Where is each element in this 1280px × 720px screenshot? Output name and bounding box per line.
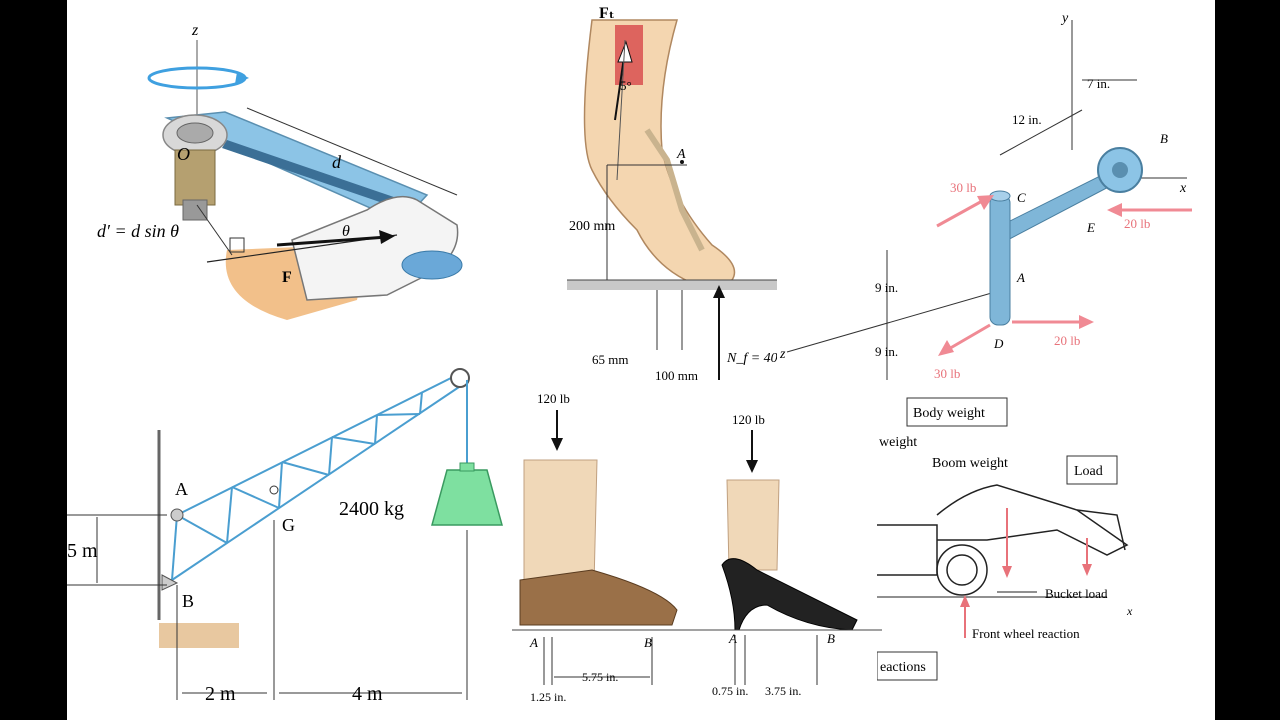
reactions-label: eactions — [880, 660, 926, 675]
pipe-icon — [989, 147, 1143, 326]
height-5m-label: 5 m — [67, 540, 98, 562]
mass-label: 2400 kg — [339, 498, 404, 520]
height-200-label: 200 mm — [569, 219, 615, 234]
tendon-force-label: Fₜ — [599, 5, 615, 22]
high-heel-panel: 120 lb A B 0.75 in. 3.75 in. — [707, 390, 882, 720]
dim-65-label: 65 mm — [592, 352, 628, 367]
x-axis-label: x — [1126, 604, 1133, 618]
dim-125-label: 1.25 in. — [530, 690, 566, 704]
point-a-label: A — [728, 631, 737, 646]
point-a-label: A — [175, 479, 188, 499]
moment-arm-formula: d′ = d sin θ — [97, 221, 179, 241]
body-weight-label: Body weight — [913, 406, 985, 421]
z-axis-label: z — [191, 22, 199, 39]
x-axis-label: x — [1179, 181, 1187, 196]
loader-panel: Body weight weight Boom weight Load Buck… — [877, 390, 1215, 720]
dim-100-label: 100 mm — [655, 368, 698, 383]
wrench-moment-panel: z O d — [67, 0, 497, 345]
dim-2m-label: 2 m — [205, 683, 236, 705]
flat-shoe-panel: 120 lb A B 5.75 in. 1.25 in. — [512, 385, 707, 720]
rotation-arrow-icon — [147, 66, 249, 90]
point-b-label: B — [644, 635, 652, 650]
angle-5-label: 5° — [620, 78, 632, 93]
normal-force-label: N_f = 400 N — [726, 351, 777, 366]
load-120-label: 120 lb — [537, 391, 570, 406]
dim-9a-label: 9 in. — [875, 280, 898, 295]
foot-tendon-panel: Fₜ 5° A 200 mm N_f = 400 N — [497, 0, 777, 385]
dim-075-label: 0.75 in. — [712, 684, 748, 698]
crane-panel: 2400 kg A B G 5 m 2 m 4 m — [67, 345, 512, 720]
leg-flat-shoe-icon — [519, 459, 678, 626]
front-wheel-reaction-label: Front wheel reaction — [972, 626, 1080, 641]
diagram-collage: z O d — [67, 0, 1215, 720]
loader-icon — [877, 484, 1129, 596]
dim-12-label: 12 in. — [1012, 112, 1042, 127]
load-120-label: 120 lb — [732, 412, 765, 427]
weight-label: weight — [879, 435, 917, 450]
point-g-label: G — [282, 515, 295, 535]
dim-575-label: 5.75 in. — [582, 670, 618, 684]
point-o-label: O — [177, 144, 190, 164]
crane-truss-icon — [171, 374, 463, 581]
point-e-label: E — [1086, 220, 1095, 235]
force-20-e-label: 20 lb — [1124, 216, 1150, 231]
force-f-label: F — [282, 269, 292, 286]
bucket-load-label: Bucket load — [1045, 586, 1108, 601]
point-b-label: B — [1160, 131, 1168, 146]
point-c-label: C — [1017, 190, 1026, 205]
y-axis-label: y — [1060, 11, 1069, 26]
force-20-d-label: 20 lb — [1054, 333, 1080, 348]
point-a-label: A — [529, 635, 538, 650]
wrench-icon — [162, 111, 429, 223]
leg-high-heel-icon — [721, 479, 858, 631]
dim-4m-label: 4 m — [352, 683, 383, 705]
dim-375-label: 3.75 in. — [765, 684, 801, 698]
force-30-c-label: 30 lb — [950, 180, 976, 195]
angle-theta-label: θ — [342, 223, 350, 240]
force-30-d-label: 30 lb — [934, 366, 960, 381]
force-arrows — [936, 195, 1192, 356]
weight-block-icon — [431, 462, 503, 526]
boom-weight-label: Boom weight — [932, 456, 1008, 471]
distance-d-label: d — [332, 152, 342, 172]
load-label: Load — [1074, 464, 1103, 479]
point-d-label: D — [993, 336, 1004, 351]
point-a-label: A — [676, 147, 686, 162]
hand-icon — [225, 195, 463, 320]
point-a-label: A — [1016, 270, 1025, 285]
z-axis-label: z — [779, 347, 786, 362]
dim-7-label: 7 in. — [1087, 76, 1110, 91]
dim-9b-label: 9 in. — [875, 344, 898, 359]
point-b-label: B — [827, 631, 835, 646]
point-b-label: B — [182, 591, 194, 611]
pipe-assembly-panel: y x z 7 in. 12 in. 9 in. 9 in. B C — [772, 0, 1215, 390]
